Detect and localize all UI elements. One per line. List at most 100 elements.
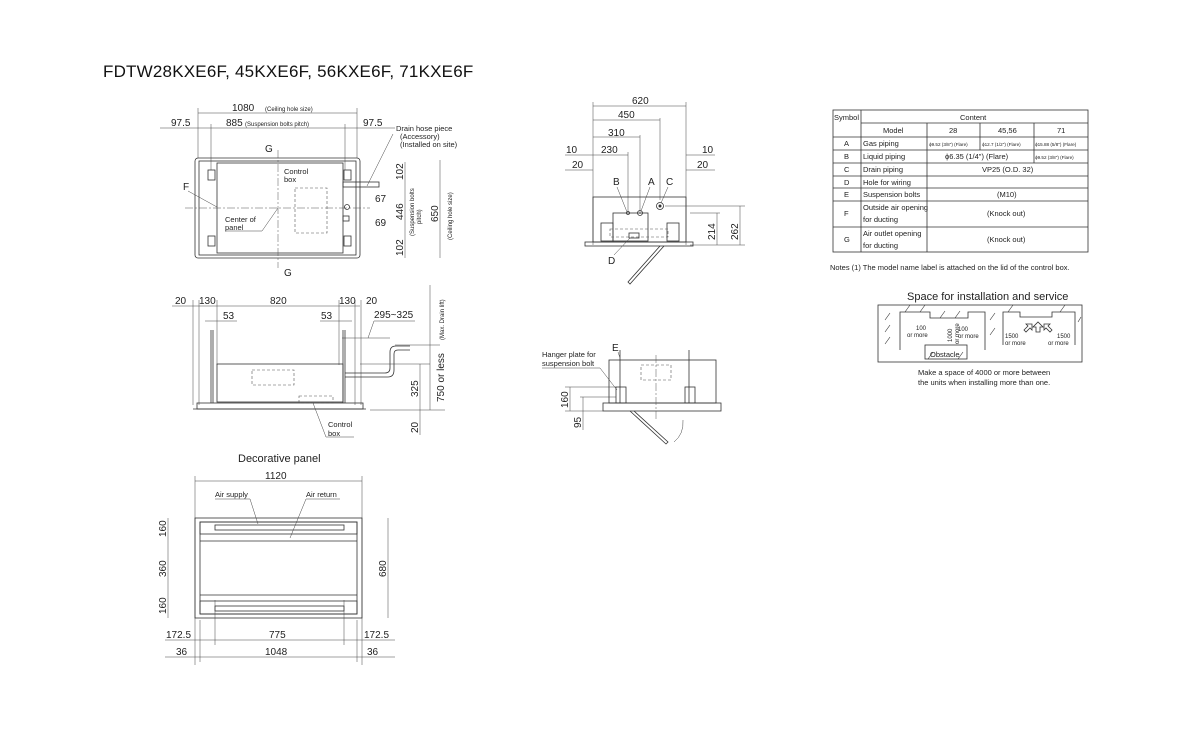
hanger-note-2: suspension bolt [542,359,595,368]
left-or-more: or more [907,333,928,339]
right-100: 100 [958,327,969,333]
dim-885: 885 [226,118,243,129]
obstacle-label: Obstacle [930,350,960,359]
dim-67: 67 [375,194,387,205]
dim-885-note: (Suspension bolts pitch) [245,122,309,128]
label-g-bottom: G [284,268,292,279]
header-symbol: Symbol [834,113,859,122]
row-item-2: for ducting [863,215,898,224]
front-view: 620 450 310 230 10 20 10 20 B A C D 214 … [565,96,745,285]
top-view: 1080 (Ceiling hole size) 885 (Suspension… [160,103,458,279]
row-content: (M10) [997,190,1017,199]
dim-20-left: 20 [175,296,187,307]
control-box-label-2: box [284,175,296,184]
dim-130-right: 130 [339,296,356,307]
model-71: 71 [1057,126,1065,135]
left-100: 100 [916,326,927,332]
dim-650: 650 [430,205,441,222]
dim-36-right: 36 [367,647,379,658]
table-row: A Gas piping ϕ9.52 (3/8") (Flare) ϕ12.7 … [844,139,1077,148]
row-symbol: C [844,165,850,174]
service-note-2: the units when installing more than one. [918,378,1050,387]
dim-160-top: 160 [158,520,169,537]
table-row: G Air outlet opening for ducting (Knock … [844,229,1026,250]
row-item: Suspension bolts [863,190,920,199]
dim-1080-note: (Ceiling hole size) [265,107,313,113]
dim-360: 360 [158,560,169,577]
service-note-1: Make a space of 4000 or more between [918,368,1050,377]
label-a: A [648,177,655,188]
label-d: D [608,256,615,267]
dim-650-note: (Ceiling hole size) [448,192,454,240]
dim-97-5-right: 97.5 [363,118,383,129]
center-or-more: or more [955,323,961,344]
dim-20-left-front: 20 [572,160,584,171]
panel-title: Decorative panel [238,453,321,465]
drawing-title: FDTW28KXE6F, 45KXE6F, 56KXE6F, 71KXE6F [103,62,474,81]
dim-53-left: 53 [223,311,235,322]
model-label: Model [883,126,904,135]
row-item: Gas piping [863,139,899,148]
dim-drain: 295~325 [374,310,414,321]
dim-97-5-left: 97.5 [171,118,191,129]
pipe-connections [342,181,380,222]
suspension-bolt-brackets [207,169,352,247]
hanger-plate [615,386,627,404]
dim-325: 325 [410,380,421,397]
airflow-arrow-icon [1032,321,1044,333]
drain-hose-label-1: Drain hose piece [396,124,452,133]
table-row: E Suspension bolts (M10) [844,190,1017,199]
dim-53-right: 53 [321,311,333,322]
dim-620: 620 [632,96,649,107]
control-box-side-1: Control [328,420,353,429]
row-item-2: for ducting [863,241,898,250]
dim-160-hanger: 160 [560,391,571,408]
row-item: Drain piping [863,165,903,174]
drain-pipe [345,345,410,374]
table-note: Notes (1) The model name label is attach… [830,263,1070,272]
hanger-note-1: Hanger plate for [542,350,596,359]
row-28: ϕ9.52 (3/8") (Flare) [929,142,968,147]
row-71: ϕ9.52 (3/8") (Flare) [1035,155,1074,160]
dim-680: 680 [378,560,389,577]
dim-160-bottom: 160 [158,597,169,614]
row-symbol: F [844,209,849,218]
model-45-56: 45,56 [998,126,1017,135]
dim-820: 820 [270,296,287,307]
drain-hose-label-2: (Accessory) [400,132,440,141]
drain-hose-label-3: (Installed on site) [400,140,458,149]
air-supply-slot-top [214,524,345,531]
airflow-arrow-icon [1023,323,1033,333]
dim-36-left: 36 [176,647,188,658]
panel-outline [194,517,363,619]
r-right-or-more: or more [1048,341,1069,347]
dim-20-right: 20 [366,296,378,307]
dim-750-or-less: 750 or less [436,353,447,402]
row-symbol: A [844,139,849,148]
label-e: E [612,343,619,354]
spec-table: Symbol Content Model 28 45,56 71 A Gas p… [830,109,1089,272]
label-g-top: G [265,144,273,155]
airflow-arrow-icon [1043,323,1053,333]
dim-446: 446 [395,203,406,220]
dim-102-top: 102 [395,163,406,180]
max-drain-lift: (Max. Drain lift) [440,299,446,340]
wiring-hole [628,232,640,239]
dim-775: 775 [269,630,286,641]
row-symbol: D [844,178,850,187]
air-supply-label: Air supply [215,490,248,499]
dim-20-bottom: 20 [410,421,421,433]
dim-310: 310 [608,128,625,139]
dim-130-left: 130 [199,296,216,307]
row-item-1: Air outlet opening [863,229,921,238]
dim-1120: 1120 [265,471,287,482]
row-content: (Knock out) [987,235,1026,244]
dim-1080: 1080 [232,103,255,114]
row-45-56: ϕ12.7 (1/2") (Flare) [982,142,1021,147]
r-left-1500: 1500 [1005,334,1019,340]
model-28: 28 [949,126,957,135]
control-box-outline [294,187,328,234]
table-row: D Hole for wiring [844,178,911,187]
dim-230: 230 [601,145,618,156]
panel-side [196,402,364,410]
